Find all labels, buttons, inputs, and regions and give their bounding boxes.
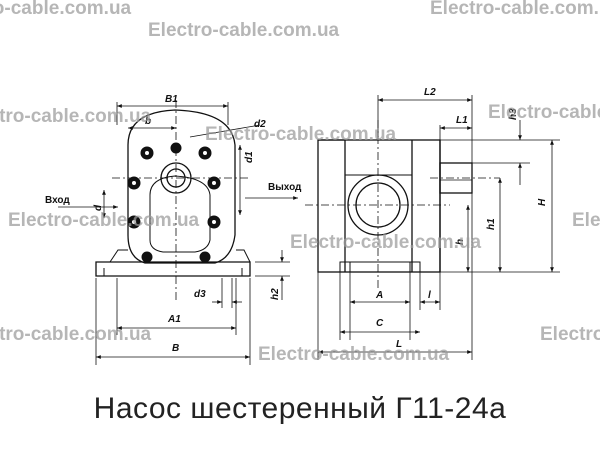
dim-label-L1: L1: [456, 115, 468, 126]
product-caption: Насос шестеренный Г11-24а: [93, 392, 507, 425]
watermark-text: Electro-cable.com.ua: [572, 210, 600, 231]
bolt-hole: [170, 142, 182, 154]
front-base-flange: [95, 261, 251, 277]
dim-label-h2: h2: [270, 288, 281, 300]
dim-label-B: B: [172, 343, 179, 354]
dim-label-h: h: [455, 239, 466, 245]
outlet-label: Выход: [268, 182, 302, 193]
dim-label-d: d: [93, 204, 104, 211]
watermark-text: Electro-cable.com.ua: [488, 102, 600, 123]
side-view: [305, 120, 500, 290]
watermark-text: Electro-cable.com.ua: [290, 232, 482, 253]
watermark-text: Electro-cable.com.ua: [0, 324, 152, 345]
side-dimensions: [317, 95, 560, 360]
dim-label-d3: d3: [194, 289, 206, 300]
inlet-label: Вход: [45, 195, 70, 206]
side-shaft: [439, 162, 473, 194]
dim-label-d1: d1: [244, 151, 255, 163]
watermark-text: Electro-cable.com.ua: [258, 344, 450, 365]
dim-label-d2: d2: [254, 119, 266, 130]
dim-label-C: C: [376, 318, 384, 329]
bolt-hole: [141, 251, 153, 263]
front-body-outline: [127, 109, 236, 264]
watermark-text: Electro-cable.com.ua: [0, 106, 152, 127]
dim-label-L2: L2: [424, 87, 436, 98]
front-view: [95, 100, 251, 300]
dimension-labels: B1 b d2 d1 d Вход Выход d3 h2 A1 B L2 L1…: [45, 87, 548, 354]
watermark-text: Electro-cable.com.ua: [430, 0, 600, 19]
watermarks: Electro-cable.com.ua Electro-cable.com.u…: [0, 0, 600, 365]
dim-label-h1: h1: [486, 218, 497, 230]
watermark-text: Electro-cable.com.ua: [148, 20, 340, 41]
dim-label-L: L: [396, 339, 402, 350]
dim-label-A: A: [375, 290, 383, 301]
dim-label-h3: h3: [508, 108, 519, 120]
dim-label-B1: B1: [165, 94, 178, 105]
watermark-text: Electro-cable.com.ua: [205, 124, 397, 145]
dim-label-b: b: [145, 116, 151, 127]
bolt-hole: [199, 251, 211, 263]
bolt-holes: [127, 142, 221, 263]
front-dimensions: [58, 102, 298, 365]
watermark-text: Electro-cable.com.ua: [540, 324, 600, 345]
dim-label-H: H: [537, 198, 548, 206]
dim-label-l: l: [428, 290, 431, 301]
watermark-text: Electro-cable.com.ua: [0, 0, 132, 19]
dim-label-A1: A1: [167, 314, 181, 325]
watermark-text: Electro-cable.com.ua: [8, 210, 200, 231]
